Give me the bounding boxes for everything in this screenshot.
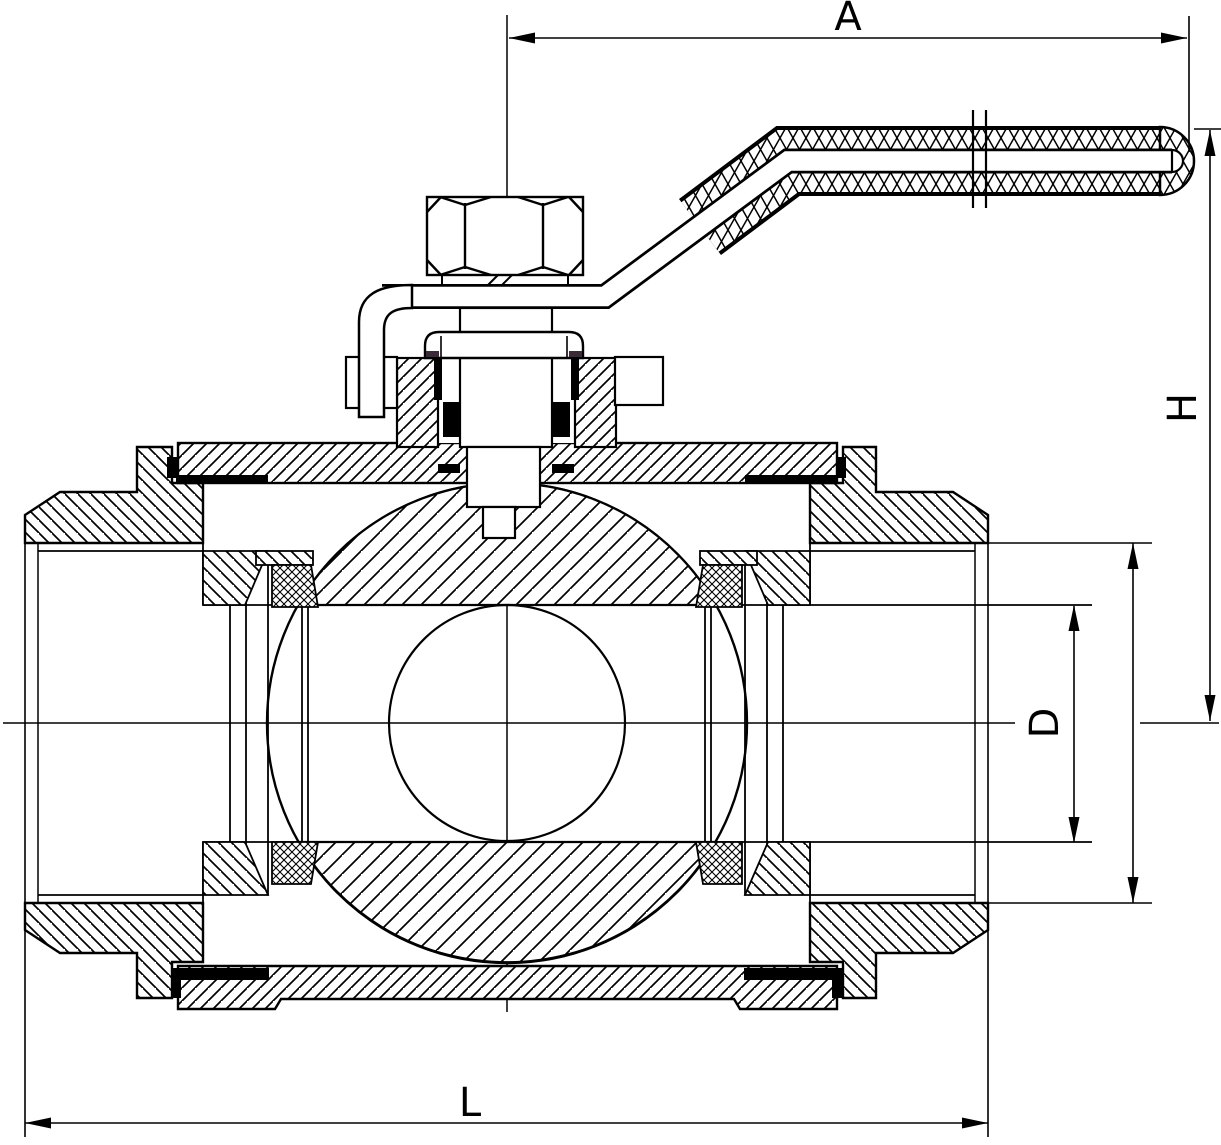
seat-lower-right: [694, 841, 743, 885]
gland-seal-left: [426, 351, 439, 357]
bonnet-left-shoulder: [434, 358, 442, 400]
stem-lower: [465, 445, 542, 509]
handle-bar: [382, 151, 1172, 307]
handle: [357, 110, 1196, 419]
hex-nut: [425, 195, 585, 277]
seat-upper-right: [694, 564, 743, 608]
dim-a-label: A: [834, 0, 862, 40]
stem-packing-right: [552, 402, 570, 437]
stop-tab-right: [613, 355, 665, 407]
stem-washer: [441, 274, 569, 286]
stem-shaft: [458, 306, 554, 449]
stem-nut-stack: [425, 195, 585, 288]
bonnet-right-shoulder: [571, 358, 579, 400]
handle-hook: [357, 283, 414, 419]
stem-packing-left: [443, 402, 461, 437]
handle-bar-end: [1170, 148, 1185, 174]
flow-bore: [203, 603, 1092, 843]
seat-rings: [271, 564, 743, 885]
grip-break-marks: [971, 110, 988, 208]
dimension-lines: [24, 16, 1221, 1137]
seat-upper-left: [271, 564, 320, 608]
bonnet-right: [573, 356, 618, 449]
port-thread-lines: [25, 542, 976, 904]
dimension-labels: A H D L: [459, 0, 1206, 1126]
stem-assembly: [344, 306, 665, 540]
dim-d-label: D: [1022, 708, 1068, 739]
seat-lower-left: [271, 841, 320, 885]
cap-noses: [202, 550, 811, 896]
gland-flange: [423, 330, 585, 360]
dim-l-label: L: [459, 1080, 482, 1126]
ball: [265, 481, 749, 965]
right-end-cap: [808, 445, 990, 1000]
body-joint-gaskets: [167, 457, 846, 998]
bonnet-left: [395, 356, 440, 449]
stem-tang: [481, 505, 517, 540]
gland-seal-right: [569, 351, 582, 357]
ball-lower-segment: [297, 840, 717, 964]
dim-h-label: H: [1160, 393, 1206, 423]
bore-circle: [387, 603, 627, 843]
dimension-arrows: [25, 32, 1216, 1129]
